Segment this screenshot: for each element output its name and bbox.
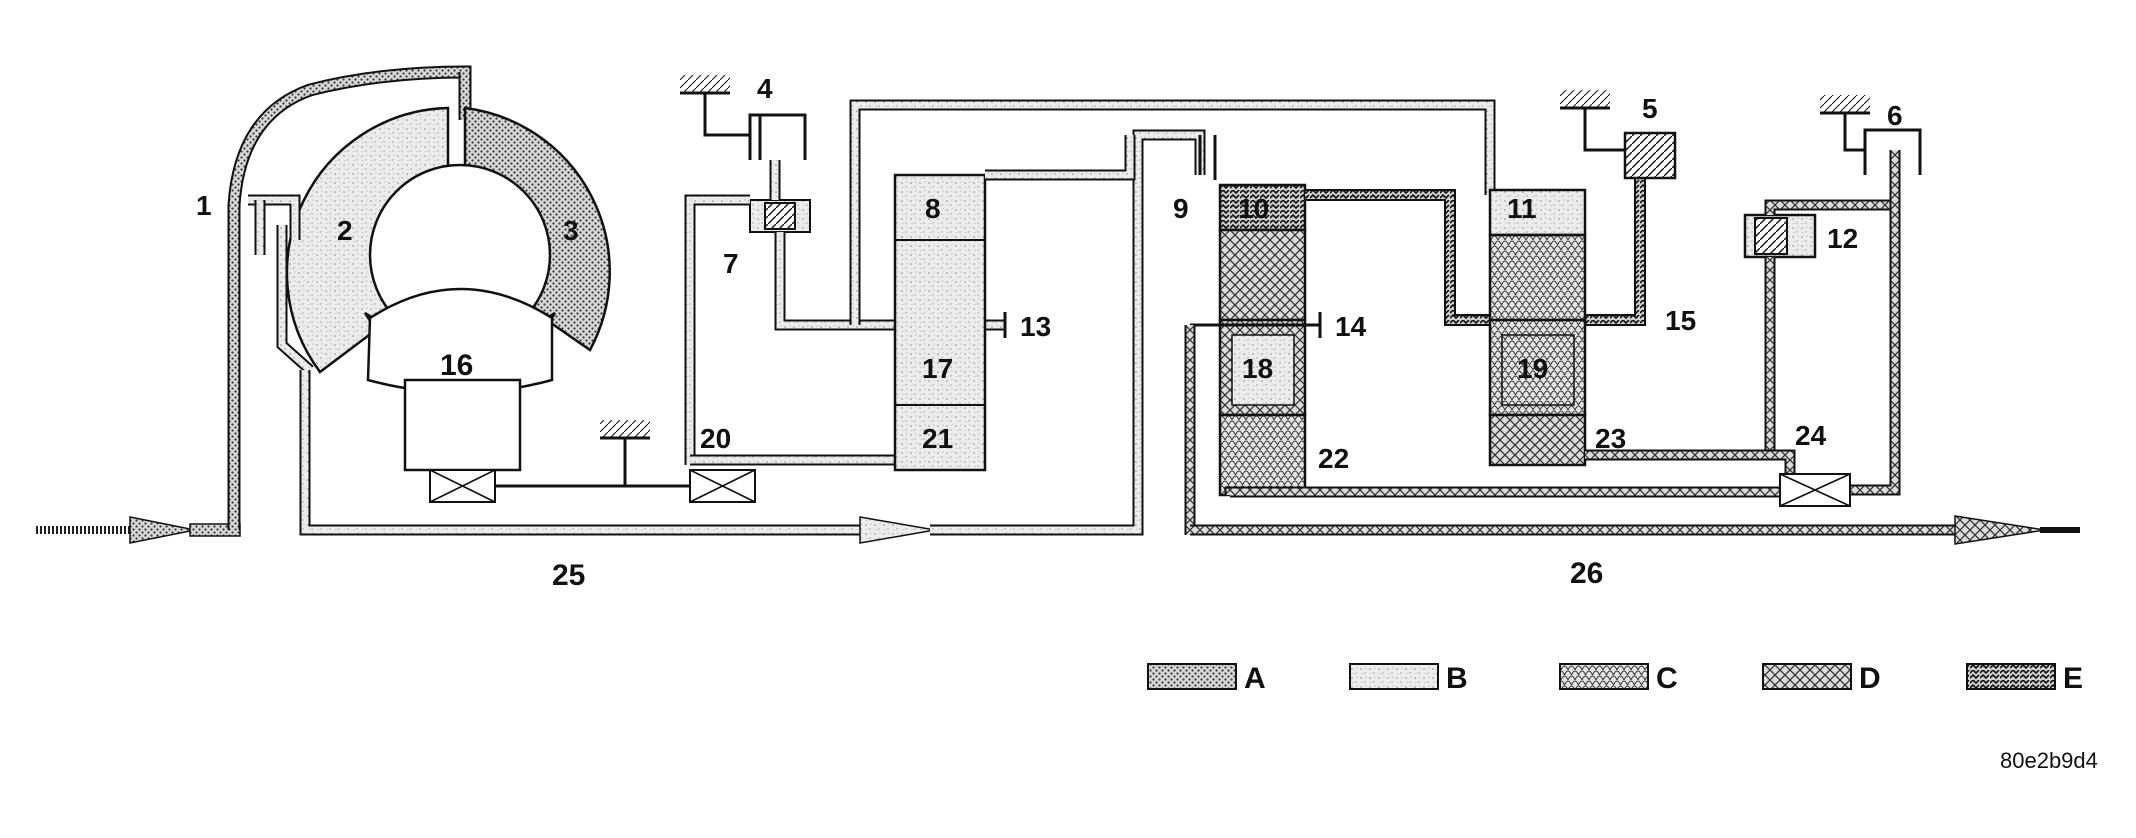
valve-block-8-17-21 (893, 135, 1136, 472)
legend-key-c: C (1656, 662, 1678, 695)
top-feed-line (849, 99, 1496, 325)
valve-block-10-18-22 (1184, 183, 1322, 535)
legend: A B C D E (1147, 662, 2083, 695)
label-24: 24 (1795, 420, 1827, 451)
label-20: 20 (700, 423, 731, 454)
label-13: 13 (1020, 311, 1051, 342)
legend-item-e: E (1966, 662, 2083, 695)
pump-feed-lines (248, 129, 1217, 544)
signal-line-e (1305, 145, 1646, 326)
valve-5-group (1560, 90, 1677, 180)
label-21: 21 (922, 423, 953, 454)
legend-item-b: B (1349, 662, 1468, 695)
legend-item-c: C (1559, 662, 1678, 695)
label-25: 25 (552, 559, 585, 592)
legend-item-d: D (1762, 662, 1881, 695)
label-1: 1 (196, 190, 212, 221)
legend-key-a: A (1244, 662, 1266, 695)
return-lines (1190, 449, 2080, 545)
label-16: 16 (440, 349, 473, 382)
pump-assembly (285, 106, 611, 503)
label-26: 26 (1570, 557, 1603, 590)
label-2: 2 (337, 215, 353, 246)
label-18: 18 (1242, 353, 1273, 384)
label-23: 23 (1595, 423, 1626, 454)
label-8: 8 (925, 193, 941, 224)
reference-code: 80e2b9d4 (2000, 748, 2098, 773)
valve-12-group (1743, 95, 1922, 496)
component-labels: 1 2 3 4 5 6 7 8 9 10 11 12 13 14 15 16 1… (196, 73, 1903, 592)
shaft-line (495, 420, 756, 503)
legend-item-a: A (1147, 662, 1266, 695)
label-5: 5 (1642, 93, 1658, 124)
label-6: 6 (1887, 100, 1903, 131)
legend-key-e: E (2063, 662, 2083, 695)
label-9: 9 (1173, 193, 1189, 224)
label-19: 19 (1517, 353, 1548, 384)
label-11: 11 (1507, 193, 1537, 224)
label-17: 17 (922, 353, 953, 384)
label-10: 10 (1238, 193, 1269, 224)
label-14: 14 (1335, 311, 1367, 342)
legend-key-b: B (1446, 662, 1468, 695)
label-15: 15 (1665, 305, 1696, 336)
valve-block-11-19-23 (1488, 188, 1587, 467)
legend-key-d: D (1859, 662, 1881, 695)
inlet-line-a (36, 65, 472, 544)
label-7: 7 (723, 248, 739, 279)
label-4: 4 (757, 73, 773, 104)
label-12: 12 (1827, 223, 1858, 254)
label-22: 22 (1318, 443, 1349, 474)
label-3: 3 (563, 215, 579, 246)
